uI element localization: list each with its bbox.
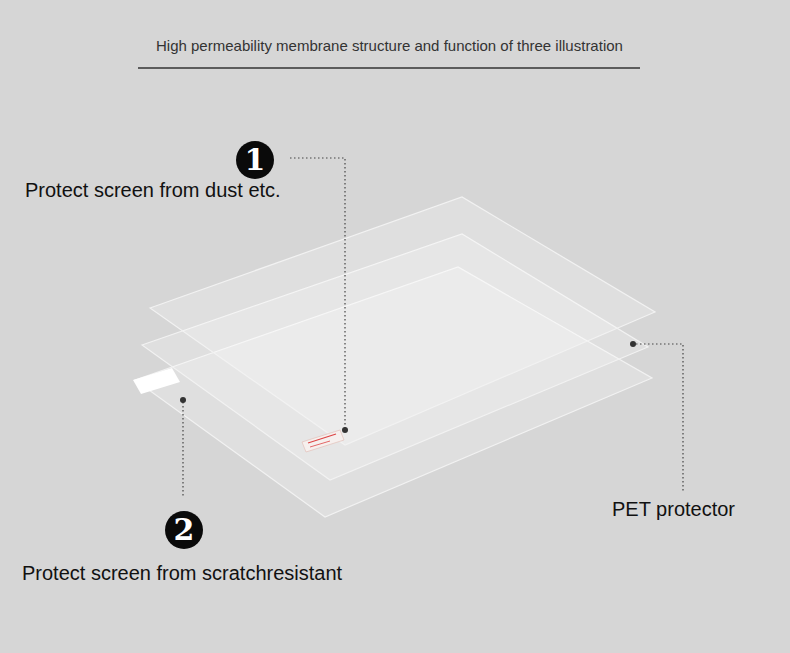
warning-sticker — [302, 430, 344, 452]
callout-number-text: 2 — [174, 515, 195, 545]
leader-dots — [180, 341, 636, 433]
title-rule — [138, 67, 640, 69]
callout-number: 2 — [165, 511, 203, 549]
callout-label: Protect screen from dust etc. — [25, 179, 281, 202]
pull-tab — [133, 368, 180, 394]
film-layers — [135, 197, 655, 517]
leader-lines — [183, 158, 683, 496]
callout-number-text: 1 — [245, 145, 266, 175]
callout-number: 1 — [236, 141, 274, 179]
callout-label: PET protector — [612, 498, 735, 521]
diagram-title: High permeability membrane structure and… — [156, 37, 623, 54]
callout-label: Protect screen from scratchresistant — [22, 562, 342, 585]
